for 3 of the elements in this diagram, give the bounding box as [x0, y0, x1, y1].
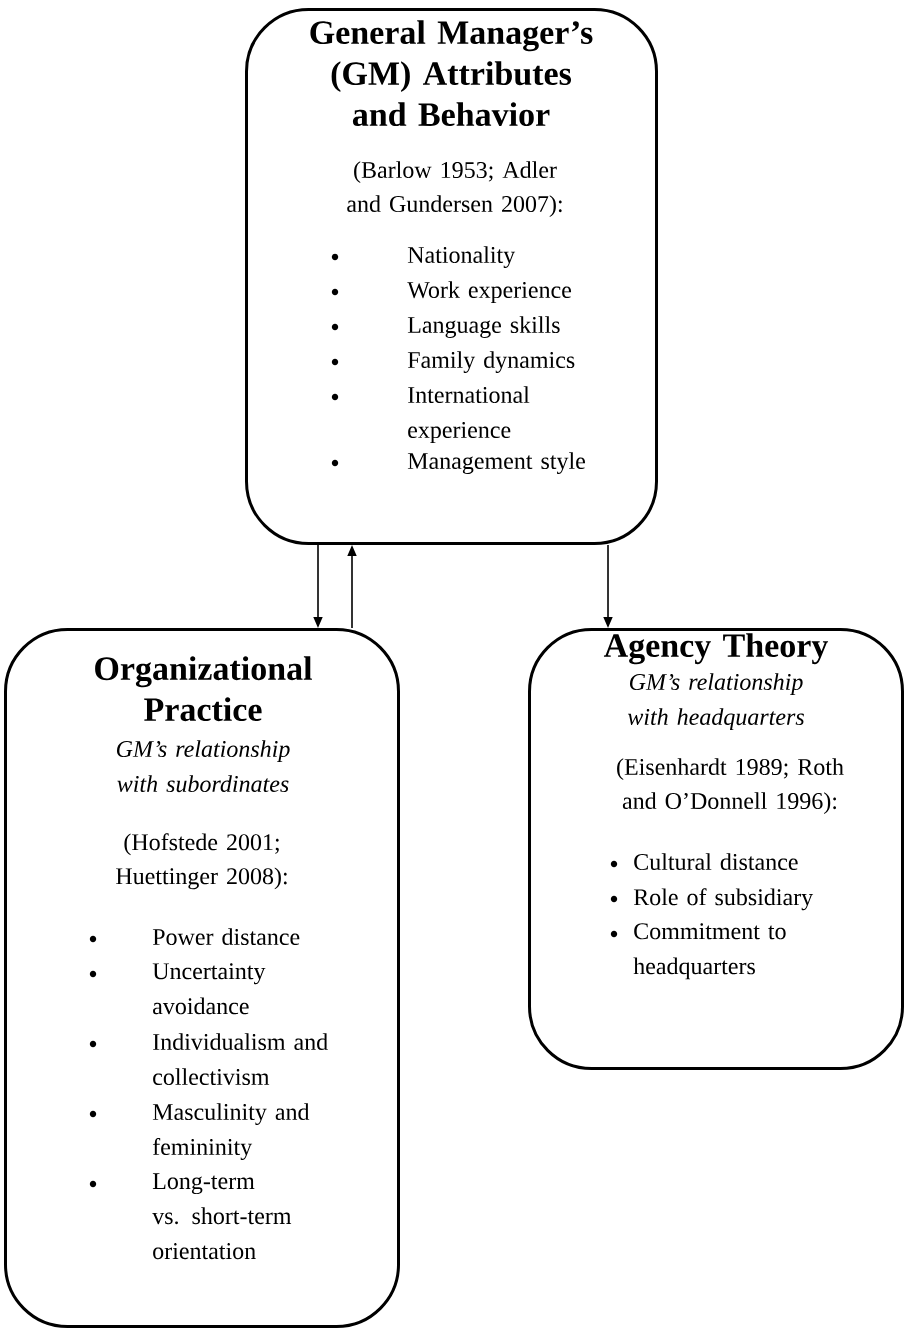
rounded-box: General Manager’s (GM) Attributes and Behavior (Barlow 1953; Adler and Gundersen 2007): Nationality Work experience Language skills Family dynamics International experience Management style: [245, 8, 658, 545]
rounded-box: Agency Theory GM’s relationship with headquarters (Eisenhardt 1989; Roth and O’Donnell 1996): Cultural distance Role of subsidiary Commitment to headquarters: [528, 628, 904, 1070]
rounded-box: Organizational Practice GM’s relationship with subordinates (Hofstede 2001; Huettinger 2008): Power distance Uncertainty avoidance Individualism and collectivism Masculinity and femininity Long-term vs. short-term orientation: [4, 628, 400, 1328]
